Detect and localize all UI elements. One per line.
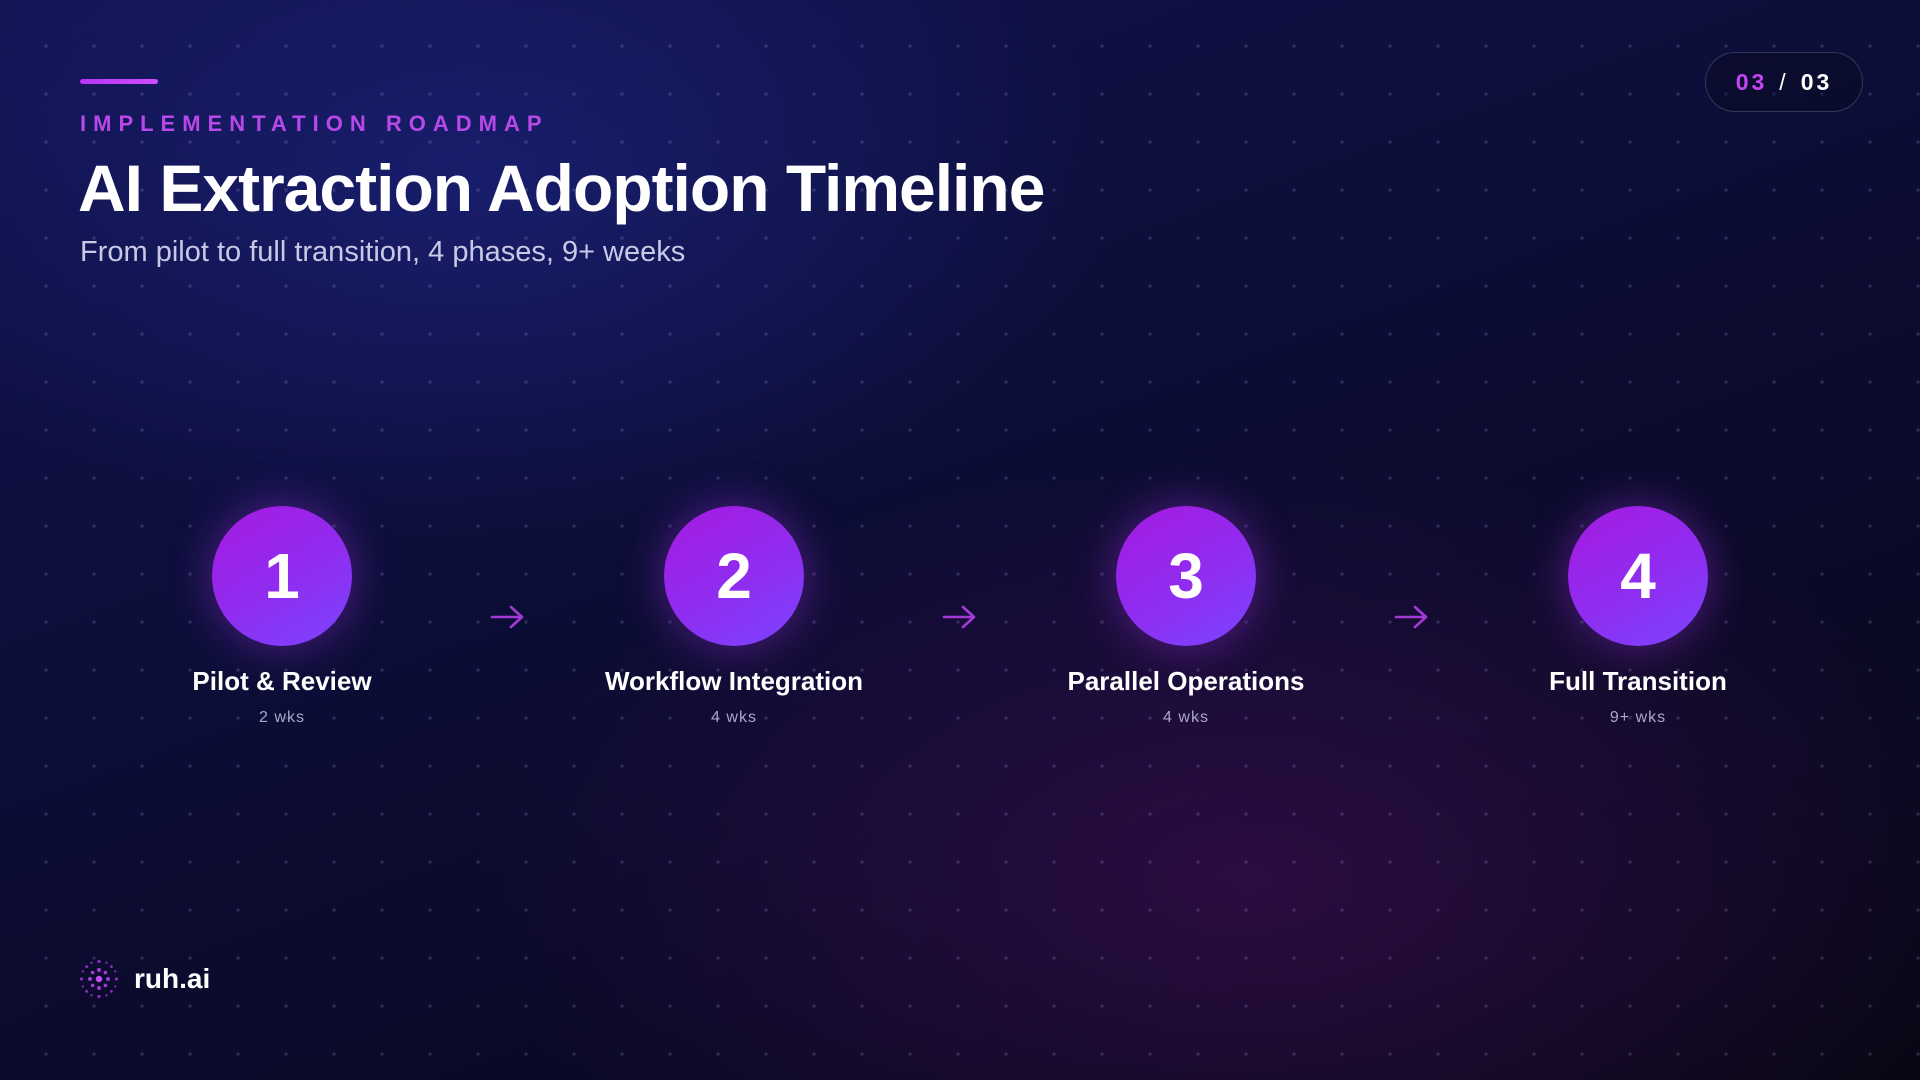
slide-counter: 03 / 03	[1705, 52, 1863, 112]
phase-title: Full Transition	[1549, 666, 1727, 696]
phase-title: Parallel Operations	[1067, 666, 1305, 696]
brand-name: ruh.ai	[134, 963, 211, 994]
phase-duration: 9+ wks	[1609, 709, 1667, 726]
slide-counter-total: 03	[1800, 68, 1833, 95]
phase-title: Pilot & Review	[192, 666, 372, 696]
brand-logo: ruh.ai	[78, 958, 210, 1000]
arrow-right-icon	[490, 605, 524, 629]
page-title: AI Extraction Adoption Timeline	[78, 151, 1045, 225]
arrow-right-icon	[1394, 605, 1428, 629]
phase-duration: 2 wks	[259, 709, 305, 726]
eyebrow-label: IMPLEMENTATION ROADMAP	[80, 111, 549, 136]
phase-number-badge: 4	[1568, 506, 1708, 646]
accent-bar	[80, 79, 158, 84]
phase-step-2: 2 Workflow Integration 4 wks	[584, 506, 884, 727]
phase-step-1: 1 Pilot & Review 2 wks	[132, 506, 432, 727]
phase-number-badge: 2	[664, 506, 804, 646]
phase-number-badge: 3	[1116, 506, 1256, 646]
slide-counter-current: 03	[1735, 68, 1768, 95]
slide-counter-separator: /	[1779, 68, 1789, 95]
phase-step-3: 3 Parallel Operations 4 wks	[1036, 506, 1336, 727]
phase-step-4: 4 Full Transition 9+ wks	[1488, 506, 1788, 727]
phase-title: Workflow Integration	[604, 666, 864, 696]
arrow-right-icon	[942, 605, 976, 629]
dotted-burst-icon	[79, 959, 119, 999]
phase-duration: 4 wks	[711, 709, 757, 726]
page-subtitle: From pilot to full transition, 4 phases,…	[80, 236, 686, 268]
phase-duration: 4 wks	[1163, 709, 1209, 726]
phase-number-badge: 1	[212, 506, 352, 646]
